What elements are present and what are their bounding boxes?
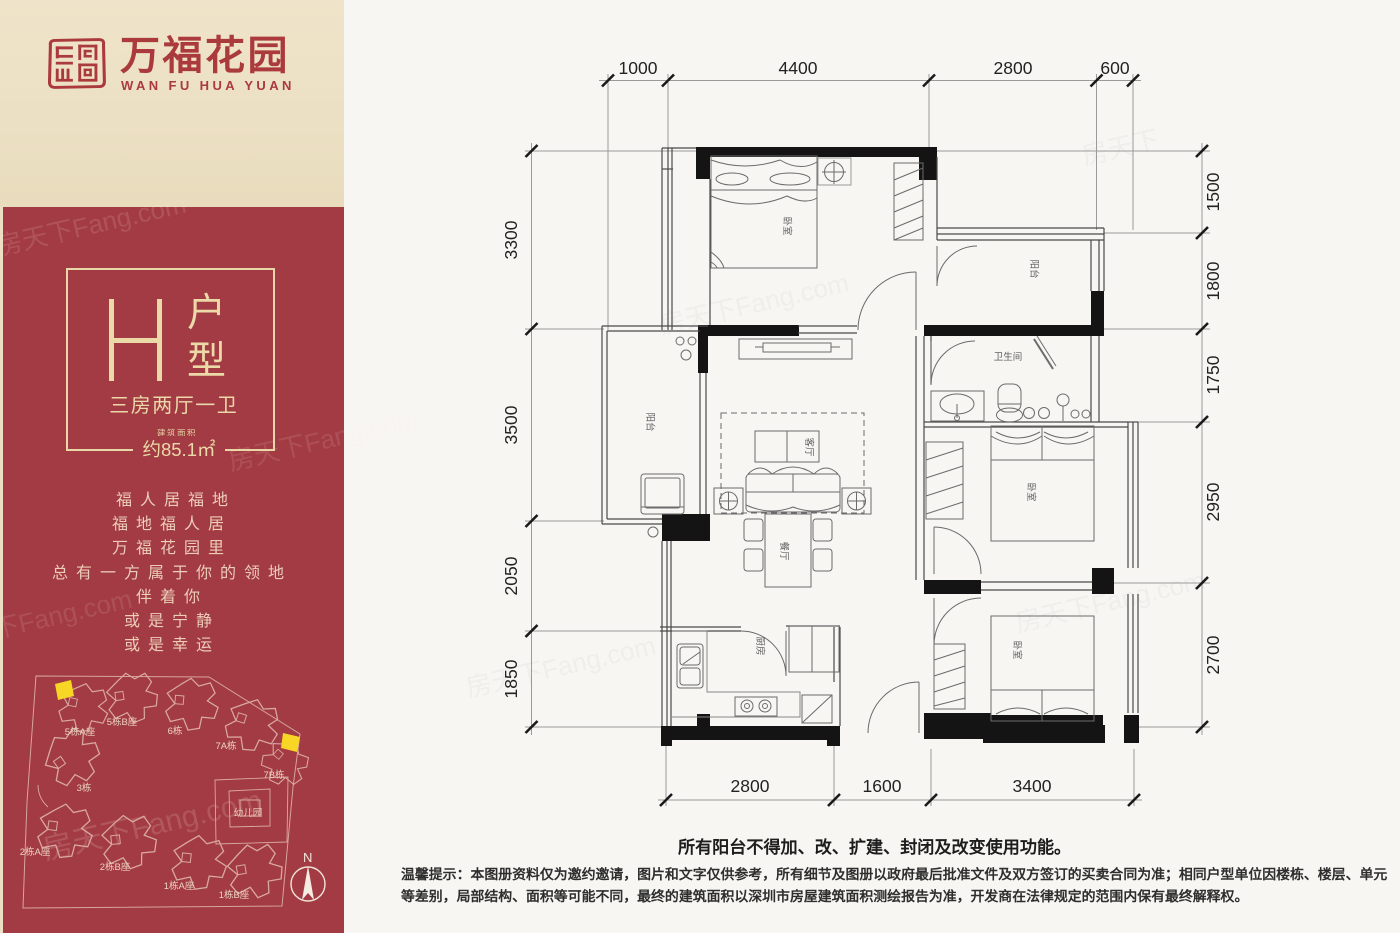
svg-text:5栋B座: 5栋B座 xyxy=(107,716,138,728)
svg-text:3500: 3500 xyxy=(501,405,521,444)
svg-text:1600: 1600 xyxy=(863,776,902,796)
svg-text:房天下: 房天下 xyxy=(1079,124,1162,171)
svg-text:1栋A座: 1栋A座 xyxy=(164,880,195,892)
svg-text:N: N xyxy=(303,850,312,865)
svg-text:厨房: 厨房 xyxy=(754,636,766,655)
svg-text:2栋A座: 2栋A座 xyxy=(20,846,51,858)
svg-text:1850: 1850 xyxy=(501,659,521,698)
svg-text:客厅: 客厅 xyxy=(803,437,815,457)
svg-text:3栋: 3栋 xyxy=(77,782,92,794)
svg-text:1栋B座: 1栋B座 xyxy=(219,889,250,901)
svg-text:6栋: 6栋 xyxy=(168,725,183,737)
svg-text:卧室: 卧室 xyxy=(781,216,793,235)
svg-text:阳台: 阳台 xyxy=(1028,259,1040,278)
svg-text:2050: 2050 xyxy=(501,556,521,595)
svg-text:4400: 4400 xyxy=(779,58,818,78)
svg-text:7A栋: 7A栋 xyxy=(215,740,237,752)
svg-text:幼儿园: 幼儿园 xyxy=(234,807,263,819)
svg-text:1500: 1500 xyxy=(1203,172,1223,211)
svg-text:餐厅: 餐厅 xyxy=(778,541,790,561)
svg-text:1750: 1750 xyxy=(1203,355,1223,394)
svg-text:2栋B座: 2栋B座 xyxy=(100,861,131,873)
svg-text:600: 600 xyxy=(1100,58,1129,78)
svg-text:阳台: 阳台 xyxy=(644,412,656,431)
svg-text:2800: 2800 xyxy=(994,58,1033,78)
svg-text:卧室: 卧室 xyxy=(1011,640,1023,659)
svg-text:3400: 3400 xyxy=(1013,776,1052,796)
svg-text:1800: 1800 xyxy=(1203,261,1223,300)
svg-text:2700: 2700 xyxy=(1203,635,1223,674)
svg-text:2950: 2950 xyxy=(1203,482,1223,521)
svg-text:1000: 1000 xyxy=(619,58,658,78)
svg-text:5栋A座: 5栋A座 xyxy=(65,726,96,738)
svg-text:卫生间: 卫生间 xyxy=(994,351,1023,363)
svg-text:3300: 3300 xyxy=(501,220,521,259)
svg-text:房天下Fang.com: 房天下Fang.com xyxy=(463,630,658,703)
svg-text:7B栋: 7B栋 xyxy=(263,769,285,781)
svg-text:卧室: 卧室 xyxy=(1025,482,1037,501)
svg-text:2800: 2800 xyxy=(731,776,770,796)
